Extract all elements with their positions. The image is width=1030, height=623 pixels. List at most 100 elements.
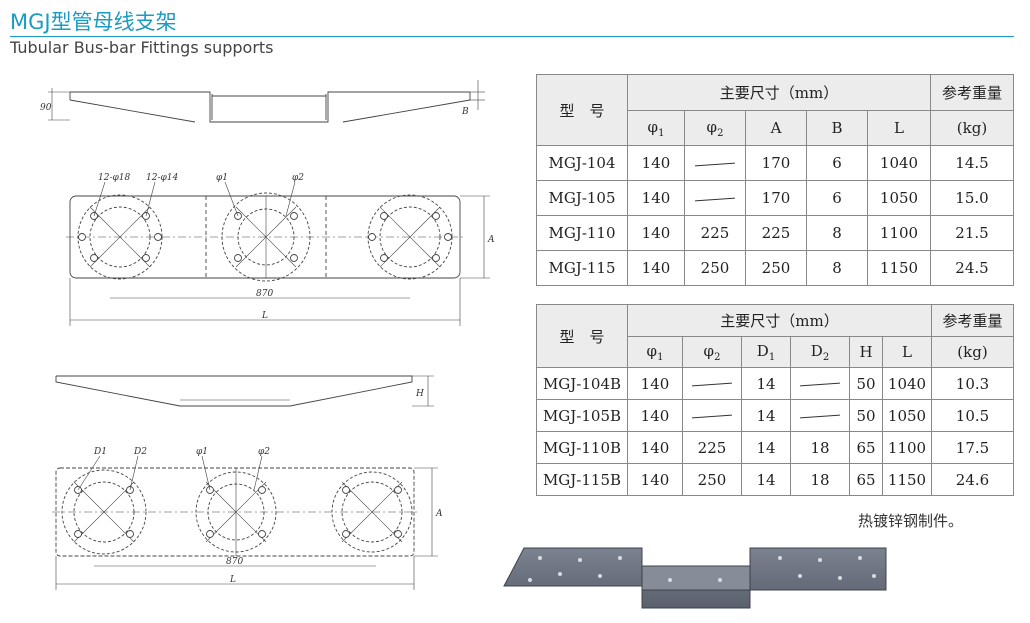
label-dim-870: 870	[256, 289, 273, 299]
page-subtitle: Tubular Bus-bar Fittings supports	[10, 38, 274, 57]
label-dim-L: L	[261, 311, 268, 321]
th-main-dims: 主要尺寸（mm）	[627, 74, 931, 111]
label-phi2-b: φ2	[258, 447, 270, 457]
cell-model: MGJ-115	[536, 250, 628, 286]
cell-D2-dash	[790, 399, 850, 432]
cell-phi2: 250	[684, 250, 746, 286]
th-model: 型 号	[536, 304, 628, 368]
cell-weight: 21.5	[930, 215, 1014, 251]
cell-phi2: 250	[682, 463, 742, 496]
th-H: H	[849, 336, 883, 368]
cell-D1: 14	[741, 463, 791, 496]
cell-model: MGJ-115B	[536, 463, 628, 496]
label-phi2: φ2	[292, 173, 304, 183]
plan-view-bottom	[52, 455, 438, 590]
cell-D1: 14	[741, 399, 791, 432]
cell-phi2-dash	[684, 180, 746, 216]
label-phi1: φ1	[216, 173, 228, 183]
cell-A: 170	[745, 180, 807, 216]
th-weight: 参考重量	[931, 304, 1014, 337]
cell-B: 6	[806, 145, 868, 181]
cell-phi1: 140	[627, 431, 683, 464]
th-D1: D1	[741, 336, 791, 368]
label-dim-A: A	[487, 235, 495, 245]
side-view-bottom	[55, 375, 434, 407]
cell-model: MGJ-110	[536, 215, 628, 251]
galvanized-note: 热镀锌钢制件。	[858, 512, 964, 530]
spec-table-2: 型 号 主要尺寸（mm） 参考重量 φ1 φ2 D1 D2 H L (kg) M…	[536, 304, 1014, 496]
cell-weight: 24.5	[930, 250, 1014, 286]
cell-H: 50	[849, 399, 883, 432]
cell-A: 250	[745, 250, 807, 286]
cell-weight: 15.0	[930, 180, 1014, 216]
cell-phi1: 140	[627, 215, 685, 251]
cell-phi2-dash	[682, 367, 742, 400]
plan-view-top	[66, 181, 490, 326]
cell-model: MGJ-110B	[536, 431, 628, 464]
cell-weight: 10.3	[931, 367, 1014, 400]
title-rule	[10, 36, 1014, 37]
th-phi2: φ2	[682, 336, 742, 368]
cell-phi1: 140	[627, 367, 683, 400]
cell-A: 170	[745, 145, 807, 181]
cell-L: 1050	[867, 180, 931, 216]
label-phi1-b: φ1	[196, 447, 208, 457]
cell-D2: 18	[790, 463, 850, 496]
cell-phi1: 140	[627, 145, 685, 181]
label-dim-B: B	[461, 107, 469, 117]
cell-H: 65	[849, 463, 883, 496]
cell-D2: 18	[790, 431, 850, 464]
th-weight-unit: (kg)	[930, 110, 1014, 146]
cell-model: MGJ-105B	[536, 399, 628, 432]
cell-phi2-dash	[682, 399, 742, 432]
cell-phi1: 140	[627, 250, 685, 286]
cell-phi2-dash	[684, 145, 746, 181]
cell-B: 8	[806, 250, 868, 286]
th-B: B	[806, 110, 868, 146]
cell-L: 1150	[867, 250, 931, 286]
cell-L: 1150	[882, 463, 932, 496]
cell-L: 1100	[867, 215, 931, 251]
label-D1: D1	[93, 447, 107, 457]
cell-L: 1040	[882, 367, 932, 400]
th-A: A	[745, 110, 807, 146]
cell-L: 1040	[867, 145, 931, 181]
cell-H: 65	[849, 431, 883, 464]
cell-phi1: 140	[627, 399, 683, 432]
cell-B: 6	[806, 180, 868, 216]
th-model: 型 号	[536, 74, 628, 146]
cell-phi2: 225	[682, 431, 742, 464]
cell-phi1: 140	[627, 463, 683, 496]
cell-model: MGJ-105	[536, 180, 628, 216]
cell-D1: 14	[741, 431, 791, 464]
th-weight: 参考重量	[930, 74, 1014, 111]
cell-phi2: 225	[684, 215, 746, 251]
th-D2: D2	[790, 336, 850, 368]
cell-weight: 14.5	[930, 145, 1014, 181]
technical-drawing: 90 B	[40, 80, 495, 590]
cell-D1: 14	[741, 367, 791, 400]
cell-weight: 17.5	[931, 431, 1014, 464]
label-dim-L-2: L	[229, 575, 236, 585]
cell-phi1: 140	[627, 180, 685, 216]
cell-B: 8	[806, 215, 868, 251]
cell-L: 1050	[882, 399, 932, 432]
cell-weight: 10.5	[931, 399, 1014, 432]
cell-weight: 24.6	[931, 463, 1014, 496]
spec-table-1: 型 号 主要尺寸（mm） 参考重量 φ1 φ2 A B L (kg) MGJ-1…	[536, 74, 1014, 286]
th-phi2: φ2	[684, 110, 746, 146]
product-photo	[503, 547, 887, 609]
side-view-top	[48, 80, 485, 123]
cell-model: MGJ-104	[536, 145, 628, 181]
th-weight-unit: (kg)	[931, 336, 1014, 368]
th-main-dims: 主要尺寸（mm）	[627, 304, 932, 337]
label-dim-870-b: 870	[226, 557, 243, 567]
